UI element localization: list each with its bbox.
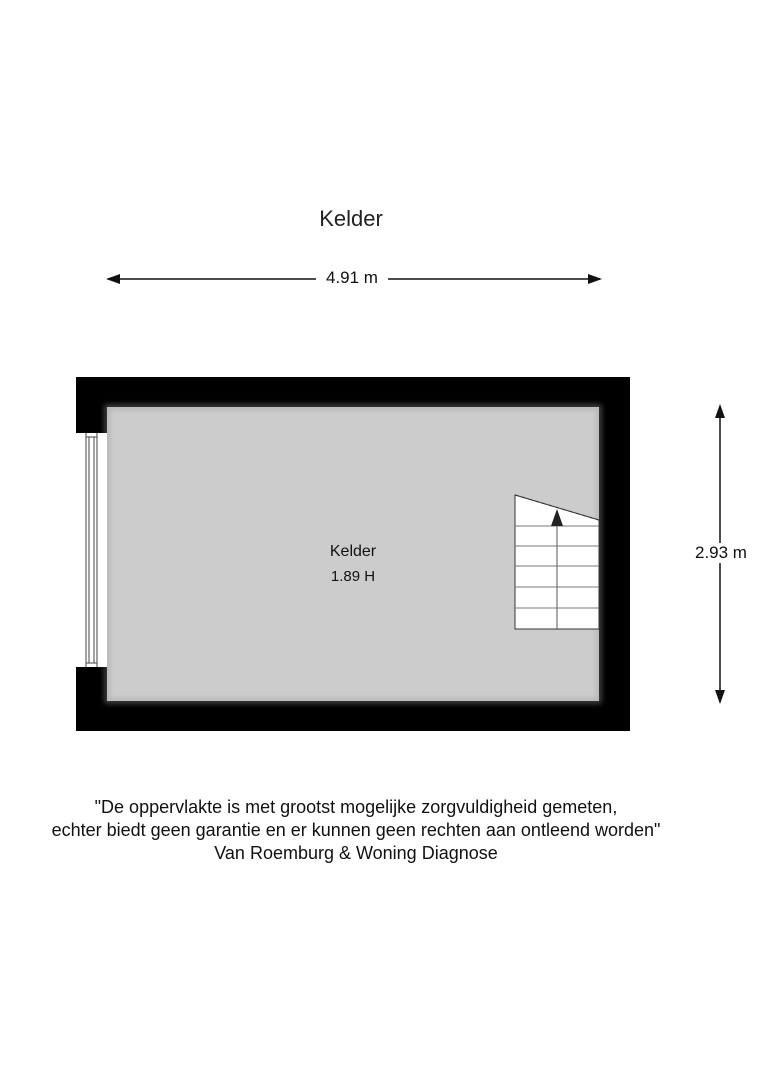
disclaimer-line-2: echter biedt geen garantie en er kunnen … <box>51 820 661 840</box>
staircase <box>514 494 600 630</box>
disclaimer: "De oppervlakte is met grootst mogelijke… <box>0 796 712 865</box>
depth-dimension-label: 2.93 m <box>686 543 756 563</box>
disclaimer-line-1: "De oppervlakte is met grootst mogelijke… <box>94 797 618 817</box>
stair-direction-arrow-icon <box>551 509 563 526</box>
disclaimer-credit: Van Roemburg & Woning Diagnose <box>214 843 498 863</box>
window <box>76 433 107 667</box>
room-name: Kelder <box>329 543 377 560</box>
room-height: 1.89 H <box>330 568 376 585</box>
width-dimension-label: 4.91 m <box>316 268 388 288</box>
plan-title: Kelder <box>319 206 383 231</box>
